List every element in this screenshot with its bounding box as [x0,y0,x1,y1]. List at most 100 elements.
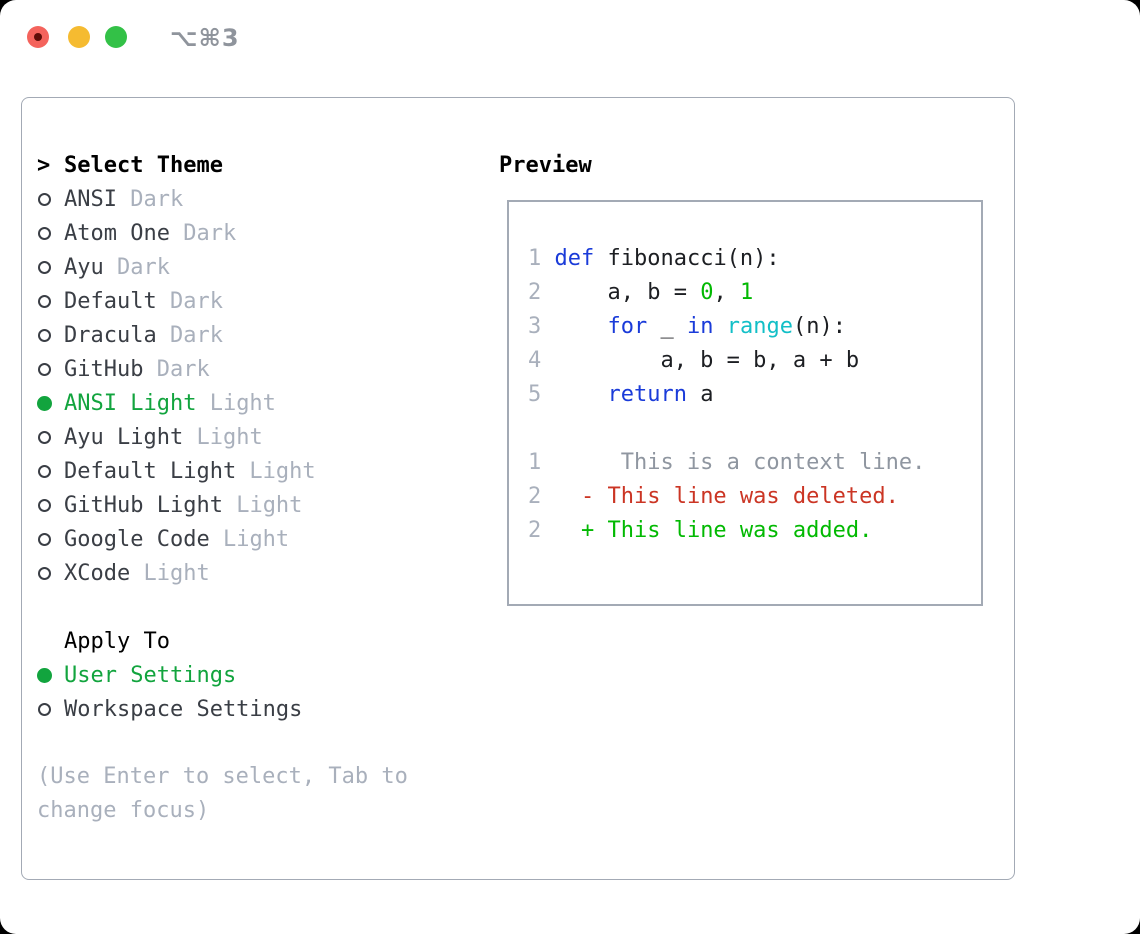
line-number: 2 [528,484,542,509]
radio-unselected-icon [38,566,51,580]
theme-name: Atom One [64,220,170,246]
theme-name: Dracula [64,322,157,348]
radio-slot [37,328,64,342]
code-segment [554,314,607,339]
code-segment: _ [647,314,687,339]
theme-variant: Light [209,526,290,552]
radio-unselected-icon [38,498,51,512]
code-segment: 1 [739,280,754,305]
code-segment [554,382,607,407]
code-segment: return [607,382,687,407]
theme-variant: Dark [156,322,223,348]
theme-option[interactable]: ANSI Dark [37,182,437,216]
theme-variant: Dark [143,356,210,382]
radio-slot [37,532,64,546]
theme-name: Default Light [64,458,237,484]
code-segment: a, b = [554,280,701,305]
code-segment [554,484,581,509]
radio-slot [37,362,64,376]
theme-variant: Dark [116,186,184,212]
theme-variant: Light [196,390,276,416]
theme-option[interactable]: Dracula Dark [37,318,437,352]
zoom-button-icon[interactable] [105,26,127,48]
title-bar: ⌥⌘3 [0,0,1140,75]
line-number: 2 [528,518,542,543]
radio-unselected-icon [38,702,51,716]
line-number: 1 [528,450,542,475]
code-segment: a [686,382,714,407]
preview-heading: Preview [499,152,592,178]
focus-caret-icon: > [37,152,51,178]
theme-name: XCode [64,560,131,586]
apply-to-option[interactable]: User Settings [37,658,437,692]
theme-option[interactable]: Ayu Dark [37,250,437,284]
select-theme-heading: Select Theme [64,152,223,178]
close-button-icon[interactable] [27,26,49,48]
diff-line: 2 + This line was added. [528,514,981,548]
theme-option[interactable]: Google Code Light [37,522,437,556]
radio-slot [37,192,64,206]
theme-name: ANSI Light [64,390,197,416]
radio-slot [37,294,64,308]
radio-selected-icon [37,395,52,411]
code-segment: a, b = b, a + b [554,348,860,373]
radio-unselected-icon [38,532,51,546]
theme-variant: Dark [156,288,223,314]
apply-to-label: Workspace Settings [64,696,303,722]
apply-to-option[interactable]: Workspace Settings [37,692,437,726]
theme-name: Default [64,288,157,314]
radio-unselected-icon [38,464,51,478]
theme-option[interactable]: Atom One Dark [37,216,437,250]
window-title: ⌥⌘3 [170,24,240,52]
code-segment: - This line was deleted. [580,484,899,509]
code-segment: range [726,314,793,339]
code-line: 4 a, b = b, a + b [528,344,981,378]
theme-variant: Light [183,424,263,450]
theme-variant: Light [130,560,210,586]
radio-slot [37,702,64,716]
theme-variant: Dark [103,254,170,280]
theme-option[interactable]: GitHub Light Light [37,488,437,522]
radio-slot [37,260,64,274]
theme-option[interactable]: GitHub Dark [37,352,437,386]
code-line: 5 return a [528,378,981,412]
apply-to-label: User Settings [64,662,237,688]
radio-unselected-icon [38,226,51,240]
theme-option[interactable]: Default Light Light [37,454,437,488]
theme-name: GitHub Light [64,492,223,518]
theme-option[interactable]: XCode Light [37,556,437,590]
code-segment [713,314,726,339]
apply-to-heading-row: Apply To [37,624,437,658]
radio-selected-icon [37,667,52,683]
section-gap [37,590,437,624]
line-number: 3 [528,314,542,339]
radio-slot [37,395,64,411]
line-number: 5 [528,382,542,407]
code-segment: + This line was added. [580,518,873,543]
theme-option[interactable]: Ayu Light Light [37,420,437,454]
minimize-button-icon[interactable] [68,26,90,48]
code-line: 3 for _ in range(n): [528,310,981,344]
theme-name: Ayu Light [64,424,184,450]
theme-option[interactable]: Default Dark [37,284,437,318]
theme-name: Google Code [64,526,210,552]
radio-slot [37,430,64,444]
theme-name: GitHub [64,356,144,382]
theme-name: ANSI [64,186,117,212]
radio-slot [37,226,64,240]
theme-option[interactable]: ANSI Light Light [37,386,437,420]
theme-variant: Dark [169,220,237,246]
select-theme-heading-row: > Select Theme [37,148,437,182]
radio-slot [37,667,64,683]
radio-unselected-icon [38,260,51,274]
code-segment: fibonacci(n): [594,246,780,271]
code-line: 2 a, b = 0, 1 [528,276,981,310]
radio-slot [37,464,64,478]
line-number: 2 [528,280,542,305]
diff-block: 1 This is a context line.2 - This line w… [528,446,981,548]
